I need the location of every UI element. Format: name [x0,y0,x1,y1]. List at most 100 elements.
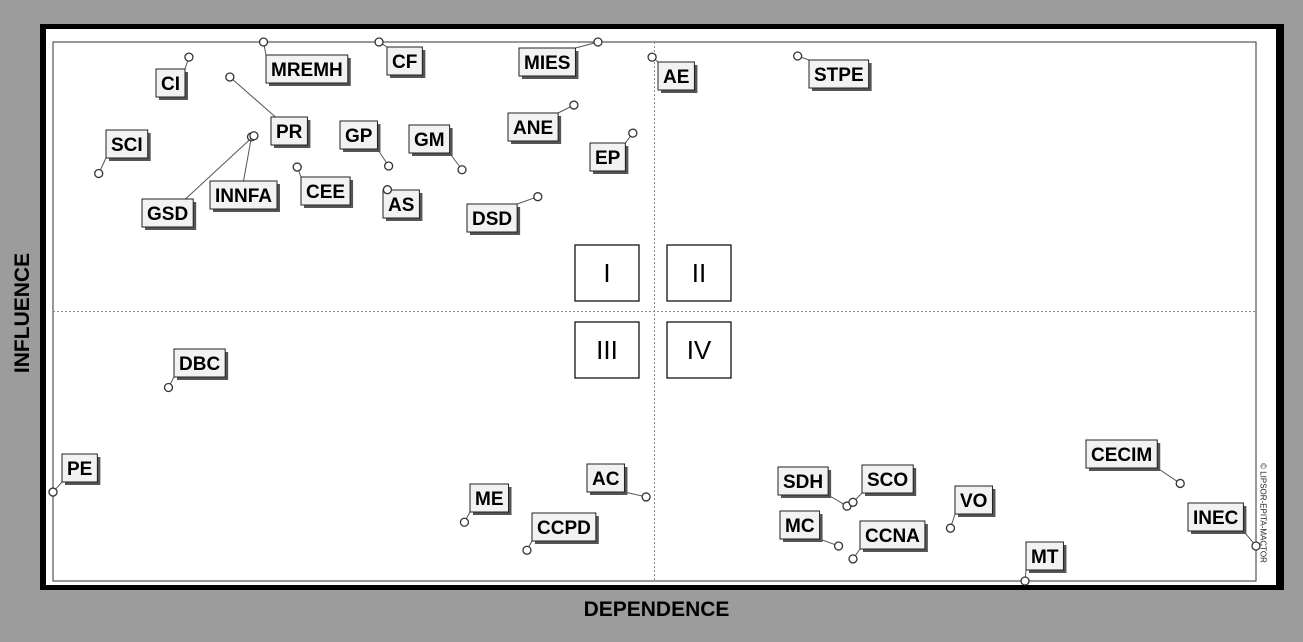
point-label-box-pe [61,453,98,483]
point-label-me: ME [475,489,504,510]
point-label-vo: VO [960,491,987,512]
point-marker-gp [383,161,394,171]
point-label-box-sci [105,129,149,159]
point-marker-stpe [793,51,803,61]
point-label-mremh: MREMH [271,60,343,81]
point-label-box-ane [507,112,559,142]
quadrant-label-IV: IV [687,335,712,365]
point-label-box-gp [339,120,378,150]
point-label-box-ccpd [531,512,597,542]
point-label-sci: SCI [111,135,143,156]
point-label-box-stpe [808,59,870,89]
point-label-box-ac [586,463,625,493]
point-marker-mc [833,541,844,551]
point-label-box-pr [270,116,308,146]
point-marker-me [459,517,470,527]
point-marker-pe [48,487,58,497]
point-label-box-mremh [265,54,349,84]
point-marker-ac [641,492,651,502]
point-label-sco: SCO [867,470,908,491]
quadrant-box-III [574,321,640,379]
point-label-box-mt [1025,541,1064,571]
point-label-mc: MC [785,516,815,537]
point-marker-vo [945,523,956,533]
point-label-box-mc [779,510,821,540]
point-marker-ae [647,52,657,62]
point-label-box-gm [408,124,451,154]
point-label-box-cecim [1085,439,1158,469]
point-label-dsd: DSD [472,209,512,230]
point-label-box-me [469,483,509,513]
point-marker-inec [1251,541,1261,551]
point-marker-gsd [249,131,259,141]
point-marker-cee [292,162,302,172]
point-label-gsd: GSD [147,204,188,225]
point-marker-ci [184,52,194,62]
point-label-ane: ANE [513,118,553,139]
point-label-mies: MIES [524,53,570,74]
point-label-mt: MT [1031,547,1059,568]
point-marker-cecim [1175,478,1185,489]
point-label-dbc: DBC [179,354,220,375]
point-label-box-vo [954,485,993,515]
point-label-cecim: CECIM [1091,445,1152,466]
point-label-stpe: STPE [814,65,864,86]
point-label-box-gsd [141,198,194,228]
y-axis-label: INFLUENCE [11,252,34,374]
point-label-box-ae [657,61,695,91]
point-label-ci: CI [161,74,180,95]
point-marker-cf [374,37,384,47]
point-label-inec: INEC [1193,508,1239,529]
point-label-cee: CEE [306,182,345,203]
point-label-pe: PE [67,459,92,480]
point-label-box-innfa [209,180,278,210]
point-marker-ep [628,128,638,138]
quadrant-box-II [666,244,732,302]
point-label-as: AS [388,195,414,216]
point-label-cf: CF [392,52,417,73]
point-marker-gm [457,165,467,175]
point-label-ac: AC [592,469,620,490]
point-label-box-cf [386,46,423,76]
point-marker-mies [593,37,603,47]
point-label-box-dbc [173,348,226,378]
point-marker-sci [94,168,104,179]
chart-inner-frame [46,29,1276,585]
leader-line-innfa [243,136,252,182]
quadrant-label-II: II [692,258,706,288]
point-label-box-sco [861,464,914,494]
x-axis-label: DEPENDENCE [583,598,730,621]
point-label-box-cee [300,176,351,206]
point-label-gm: GM [414,130,445,151]
point-label-ae: AE [663,67,689,88]
point-marker-dbc [163,382,174,393]
point-label-ccpd: CCPD [537,518,591,539]
point-label-sdh: SDH [783,472,823,493]
credit-text: © LIPSOR-EPITA-MACTOR [1258,463,1268,563]
point-marker-sco [848,497,858,507]
point-label-box-ep [589,142,626,172]
point-marker-ccpd [522,545,532,555]
point-label-innfa: INNFA [215,186,272,207]
leader-line-gsd [185,135,255,200]
point-label-box-sdh [777,466,829,496]
quadrant-box-IV [666,321,732,379]
point-label-pr: PR [276,122,303,143]
point-marker-mt [1020,576,1030,586]
point-label-ccna: CCNA [865,526,920,547]
point-label-box-inec [1187,502,1244,532]
quadrant-label-I: I [603,258,610,288]
point-marker-ane [569,100,579,110]
point-label-box-mies [518,47,576,77]
point-label-ep: EP [595,148,621,169]
point-label-gp: GP [345,126,373,147]
point-label-box-ci [155,68,186,98]
point-marker-dsd [533,192,543,202]
quadrant-label-III: III [596,335,618,365]
quadrant-box-I [574,244,640,302]
point-label-box-ccna [859,520,926,550]
point-label-box-as [382,189,420,219]
point-label-box-dsd [466,203,518,233]
point-marker-pr [225,72,235,82]
